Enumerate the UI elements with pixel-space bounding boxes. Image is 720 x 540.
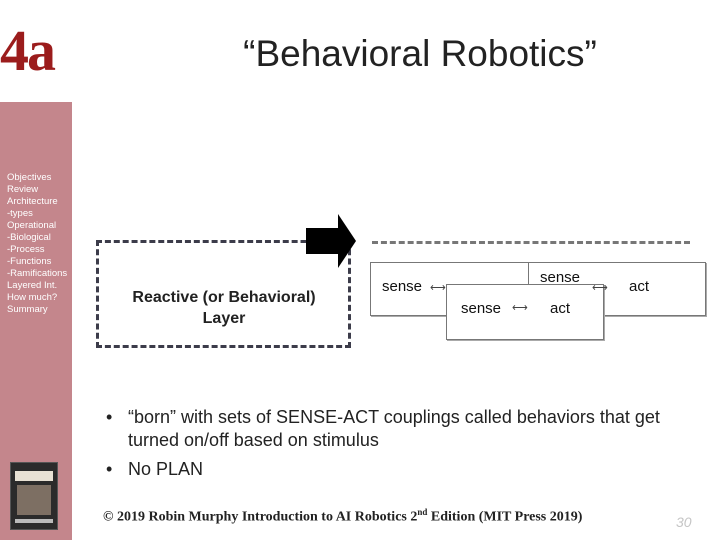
sidebar-item-objectives[interactable]: Objectives — [7, 172, 52, 183]
bullet-text: No PLAN — [128, 459, 204, 479]
layer-divider-line — [372, 241, 690, 244]
sense-box: sense — [372, 264, 432, 308]
bullet-icon: • — [106, 459, 113, 479]
sidebar-item-operational[interactable]: Operational — [7, 220, 57, 231]
chapter-number: 4a — [0, 18, 56, 83]
act-box-right: act — [606, 264, 672, 308]
coupling-card-front — [446, 284, 604, 340]
right-arrow-head-icon — [338, 214, 356, 268]
act-label-front: act — [549, 300, 570, 317]
bullet-item: • “born” with sets of SENSE-ACT coupling… — [106, 406, 706, 452]
footer-text-end: Edition (MIT Press 2019) — [427, 509, 583, 525]
bullet-text: “born” with sets of SENSE-ACT couplings … — [128, 407, 660, 450]
link-arrow-icon: ⟷ — [430, 282, 446, 294]
sense-label-front: sense — [460, 300, 502, 317]
sidebar-item-biological[interactable]: -Biological — [7, 232, 51, 243]
sidebar-item-summary[interactable]: Summary — [7, 304, 48, 315]
footer-text: © 2019 Robin Murphy Introduction to AI R… — [103, 509, 418, 525]
book-title-band — [15, 471, 53, 481]
reactive-layer-label: Reactive (or Behavioral) Layer — [100, 287, 348, 329]
sidebar-item-review[interactable]: Review — [7, 184, 39, 195]
bullet-list: • “born” with sets of SENSE-ACT coupling… — [106, 406, 706, 487]
reactive-layer-label-line2: Layer — [202, 310, 246, 327]
sidebar-item-process[interactable]: -Process — [7, 244, 45, 255]
sidebar-outline: Objectives Review Architecture -types Op… — [7, 172, 71, 316]
link-arrow-icon: ⟷ — [512, 302, 528, 314]
right-arrow-icon — [306, 228, 340, 254]
sidebar-item-functions[interactable]: -Functions — [7, 256, 52, 267]
bullet-item: • No PLAN — [106, 458, 706, 481]
sense-label-right: sense — [539, 270, 581, 284]
reactive-layer-box — [96, 240, 351, 348]
act-label-right: act — [628, 278, 649, 295]
slide-title: “Behavioral Robotics” — [243, 33, 597, 74]
book-illustration — [17, 485, 51, 515]
reactive-layer-label-line1: Reactive (or Behavioral) — [132, 289, 316, 306]
footer-superscript: nd — [417, 507, 428, 517]
link-arrow-icon: ⟷ — [592, 282, 608, 294]
bullet-icon: • — [106, 407, 113, 427]
sidebar-item-layered-int[interactable]: Layered Int. — [7, 280, 58, 291]
sense-label: sense — [381, 278, 423, 295]
sidebar-item-architecture[interactable]: Architecture — [7, 196, 58, 207]
act-box-front: act — [530, 286, 590, 334]
page-number: 30 — [676, 514, 692, 530]
sidebar-item-types[interactable]: -types — [7, 208, 33, 219]
sense-box-right: sense — [530, 270, 590, 284]
book-cover-image — [10, 462, 58, 530]
sense-box-front: sense — [448, 286, 514, 334]
copyright-footer: © 2019 Robin Murphy Introduction to AI R… — [103, 507, 582, 526]
sidebar-item-how-much[interactable]: How much? — [7, 292, 58, 303]
book-author-band — [15, 519, 53, 523]
sidebar-item-ramifications[interactable]: -Ramifications — [7, 268, 68, 279]
